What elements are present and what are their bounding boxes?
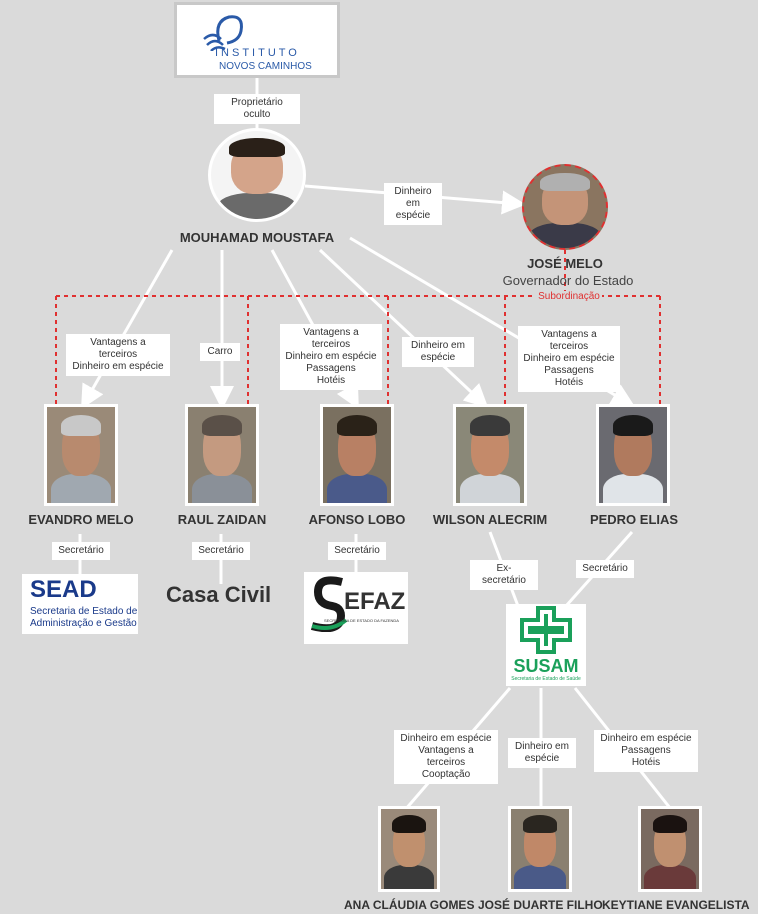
evandro-photo <box>44 404 118 506</box>
jose-melo-role: Governador do Estado <box>502 273 634 288</box>
sefaz-sub: SECRETARIA DE ESTADO DA FAZENDA <box>324 618 399 623</box>
sead-logo: SEAD Secretaria de Estado de Administraç… <box>22 574 138 634</box>
label-raul-links: Carro <box>200 343 240 361</box>
mouhamad-photo <box>208 128 306 222</box>
wilson-name: WILSON ALECRIM <box>432 512 548 527</box>
label-subordinacao: Subordinação <box>536 291 602 302</box>
pedro-name: PEDRO ELIAS <box>589 512 679 527</box>
mouhamad-name: MOUHAMAD MOUSTAFA <box>179 230 335 245</box>
ana-name: ANA CLÁUDIA GOMES <box>344 898 475 912</box>
sead-title: SEAD <box>30 576 97 603</box>
logo-wave-icon <box>203 15 243 51</box>
evandro-name: EVANDRO MELO <box>28 512 134 527</box>
pedro-photo <box>596 404 670 506</box>
susam-cross-icon <box>520 606 572 654</box>
casa-civil-logo: Casa Civil <box>166 582 272 607</box>
label-sec-pedro: Secretário <box>576 560 634 578</box>
susam-sub: Secretaria de Estado de Saúde <box>511 676 581 682</box>
wilson-photo <box>453 404 527 506</box>
line-to-evandro <box>81 249 174 410</box>
keytiane-name: KEYTIANE EVANGELISTA <box>602 898 750 912</box>
instituto-logo: INSTITUTO NOVOS CAMINHOS <box>174 2 340 78</box>
jose-duarte-photo <box>508 806 572 892</box>
sead-sub-2: Administração e Gestão <box>30 618 137 629</box>
jose-melo-name: JOSÉ MELO <box>527 256 603 271</box>
line-to-wilson <box>318 248 489 409</box>
raul-photo <box>185 404 259 506</box>
susam-title: SUSAM <box>513 656 579 676</box>
ana-photo <box>378 806 440 892</box>
label-sec-evandro: Secretário <box>52 542 110 560</box>
sead-sub-1: Secretaria de Estado de <box>30 606 138 617</box>
jose-duarte-name: JOSÉ DUARTE FILHO <box>478 898 603 912</box>
afonso-photo <box>320 404 394 506</box>
label-proprietario: Proprietário oculto <box>214 94 300 124</box>
keytiane-photo <box>638 806 702 892</box>
label-sec-afonso: Secretário <box>328 542 386 560</box>
logo-line2: NOVOS CAMINHOS <box>219 61 312 72</box>
sefaz-title: EFAZ <box>344 588 406 615</box>
label-ex-sec-wilson: Ex-secretário <box>470 560 538 590</box>
afonso-name: AFONSO LOBO <box>308 512 406 527</box>
label-sec-raul: Secretário <box>192 542 250 560</box>
raul-name: RAUL ZAIDAN <box>177 512 267 527</box>
susam-logo: SUSAM Secretaria de Estado de Saúde <box>506 604 586 686</box>
sefaz-logo: EFAZ SECRETARIA DE ESTADO DA FAZENDA <box>304 572 408 644</box>
logo-line1: INSTITUTO <box>215 47 300 59</box>
jose-melo-photo <box>522 164 608 250</box>
sefaz-s-icon <box>310 576 348 632</box>
